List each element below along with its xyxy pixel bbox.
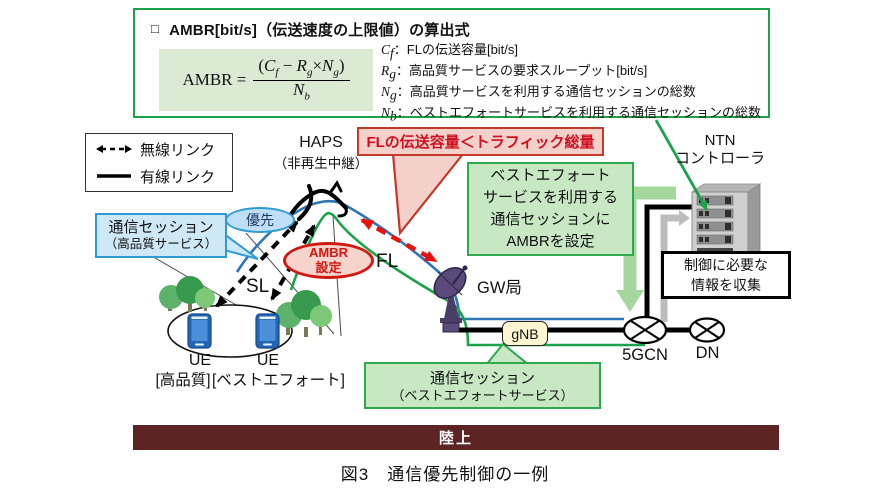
gw-label: GW局 xyxy=(477,279,522,297)
legend-wireless-row: 無線リンク xyxy=(96,139,232,160)
ue1-label: UE xyxy=(188,352,212,369)
collect-info-line: 情報を収集 xyxy=(691,277,761,293)
priority-badge: 優先 xyxy=(225,207,295,233)
formula-to-ntn-arrow xyxy=(654,119,709,211)
instruction-line: サービスを利用する xyxy=(482,189,618,206)
instruction-line: ベストエフォート xyxy=(490,167,611,184)
panel-title: □ AMBR[bit/s]（伝送速度の上限値）の算出式 xyxy=(151,19,470,40)
formula-denominator: Nb xyxy=(293,80,310,103)
def-line: Rg：高品質サービスの要求スループット[bit/s] xyxy=(381,63,648,82)
legend-wired-row: 有線リンク xyxy=(96,166,232,187)
variable-definitions: Cf：FLの伝送容量[bit/s] Rg：高品質サービスの要求スループット[bi… xyxy=(381,41,761,125)
ambr-badge-line: 設定 xyxy=(315,259,342,275)
be-session-line: 通信セッション xyxy=(429,369,535,387)
node-dn xyxy=(688,317,726,343)
hq-session-line: 通信セッション xyxy=(108,219,214,236)
legend-wired-label: 有線リンク xyxy=(140,168,216,186)
ntn-controller-label: NTN コントローラ xyxy=(672,132,768,168)
ue2-label: UE xyxy=(256,352,280,369)
ambr-setting-badge: AMBR 設定 xyxy=(283,242,374,279)
def-line: Cf：FLの伝送容量[bit/s] xyxy=(381,42,519,61)
collect-info-line: 制御に必要な xyxy=(684,257,768,273)
sl-label: SL xyxy=(246,276,270,297)
wired-link-ntn xyxy=(644,204,692,327)
ue-phone-icon-2 xyxy=(255,313,280,349)
ntn-server-icon xyxy=(690,183,762,271)
be-session-line: （ベストエフォートサービス） xyxy=(391,387,574,403)
red-callout-tail xyxy=(391,152,466,236)
haps-label: HAPS （非再生中継） xyxy=(270,134,372,172)
collect-info-box: 制御に必要な 情報を収集 xyxy=(661,251,791,299)
capacity-warning-callout: FLの伝送容量＜トラフィック総量 xyxy=(357,127,604,156)
dn-label: DN xyxy=(695,344,720,362)
ntn-label-line: コントローラ xyxy=(674,150,765,167)
session-line-best-effort xyxy=(289,211,645,347)
haps-name: HAPS xyxy=(299,134,343,151)
node-5gcn xyxy=(622,315,668,345)
link-legend: 無線リンク 有線リンク xyxy=(85,133,233,192)
formula-lhs: AMBR = xyxy=(182,70,247,89)
ground-bar: 陸上 xyxy=(133,425,779,450)
ground-bar-text: 陸上 xyxy=(438,430,473,447)
gnb-node: gNB xyxy=(502,321,548,346)
gw-dish-icon xyxy=(433,265,468,333)
capacity-warning-text: FLの伝送容量＜トラフィック総量 xyxy=(366,134,595,151)
formula-fraction: (Cf − Rg×Ng) Nb xyxy=(253,57,350,103)
ntn-label-line: NTN xyxy=(704,132,736,149)
haps-aircraft-icon xyxy=(289,180,348,221)
def-line: Ng：高品質サービスを利用する通信セッションの総数 xyxy=(381,84,696,103)
hq-session-callout: 通信セッション （高品質サービス） xyxy=(95,213,227,258)
fl-wireless-link xyxy=(360,218,438,263)
hq-callout-tail xyxy=(223,232,259,260)
ue-phone-icon-1 xyxy=(187,313,212,349)
5gcn-label: 5GCN xyxy=(622,346,668,364)
square-bullet-icon: □ xyxy=(151,21,160,36)
panel-title-text: AMBR[bit/s]（伝送速度の上限値）の算出式 xyxy=(169,22,470,39)
tree-cluster-left xyxy=(159,276,215,312)
ambr-instruction-box: ベストエフォート サービスを利用する 通信セッションに AMBRを設定 xyxy=(467,162,634,256)
hq-session-line: （高品質サービス） xyxy=(104,237,218,251)
legend-wireless-label: 無線リンク xyxy=(140,141,216,159)
sl-wireless-links xyxy=(215,220,316,308)
haps-sub: （非再生中継） xyxy=(273,156,369,171)
ue2-type-label: [ベストエフォート] xyxy=(212,372,345,389)
wired-link-icon xyxy=(97,174,131,178)
figure-caption: 図3 通信優先制御の一例 xyxy=(340,465,550,484)
tree-cluster-right xyxy=(276,290,332,337)
fl-label: FL xyxy=(376,251,399,272)
wireless-link-icon xyxy=(96,145,132,153)
priority-badge-text: 優先 xyxy=(246,212,274,228)
ambr-formula: AMBR = (Cf − Rg×Ng) Nb xyxy=(159,49,373,111)
def-line: Nb：ベストエフォートサービスを利用する通信セッションの総数 xyxy=(381,105,762,124)
gnb-label: gNB xyxy=(511,325,539,342)
ambr-badge-line: AMBR xyxy=(309,245,348,260)
formula-numerator: (Cf − Rg×Ng) xyxy=(253,57,350,81)
instruction-line: 通信セッションに xyxy=(490,211,611,228)
ambr-formula-panel: □ AMBR[bit/s]（伝送速度の上限値）の算出式 AMBR = (Cf −… xyxy=(133,8,770,124)
ue1-type-label: [高品質] xyxy=(155,372,211,389)
instruction-line: AMBRを設定 xyxy=(506,233,595,250)
be-session-callout: 通信セッション （ベストエフォートサービス） xyxy=(364,362,601,409)
